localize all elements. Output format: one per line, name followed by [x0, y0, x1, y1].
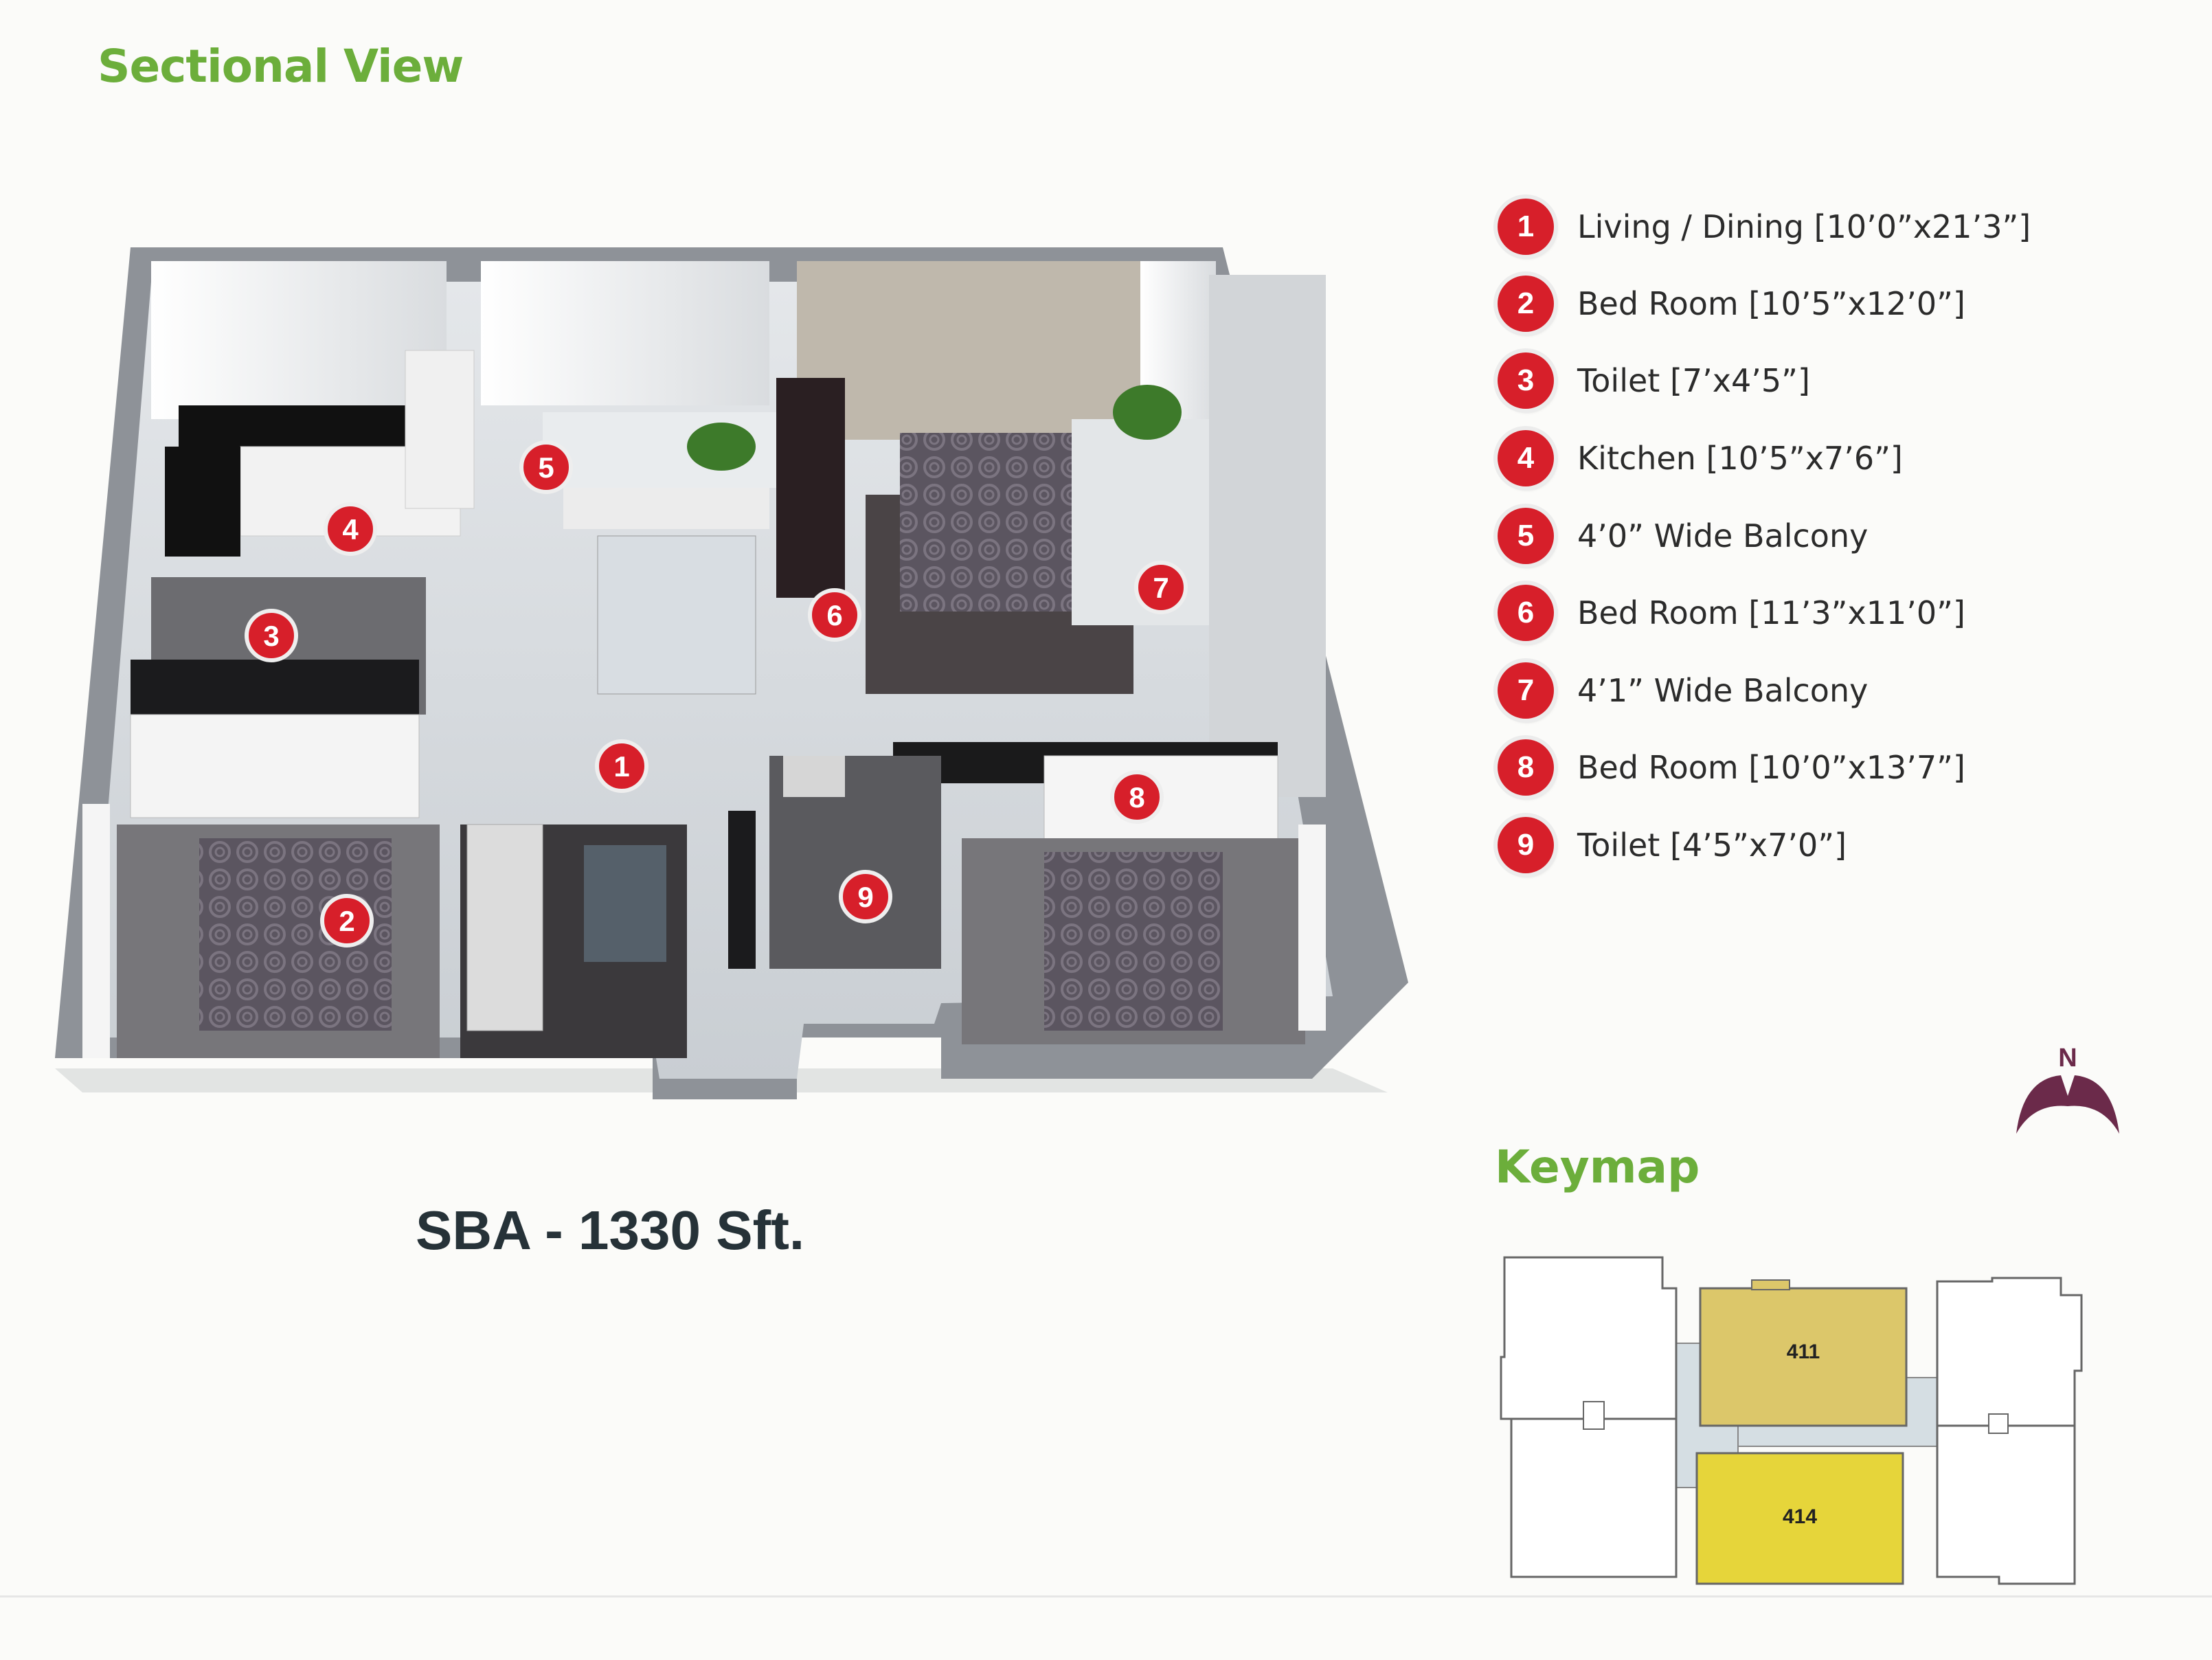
legend-badge: 4 [1498, 430, 1554, 486]
room-marker-1: 1 [595, 739, 648, 793]
keymap-unit-414-label: 414 [1783, 1505, 1817, 1528]
room-marker-4-label: 4 [342, 513, 359, 546]
room-marker-5: 5 [519, 440, 573, 494]
room-marker-7-label: 7 [1153, 572, 1169, 604]
legend-badge: 2 [1498, 276, 1554, 332]
legend-label: Kitchen [10’5”x7’6”] [1577, 440, 1903, 477]
room-marker-8: 8 [1110, 770, 1164, 824]
keymap-diagram: 411 414 [1500, 1256, 2083, 1585]
legend-item: 8 Bed Room [10’0”x13’7”] [1498, 737, 1965, 798]
legend-badge: 3 [1498, 352, 1554, 409]
legend-item: 7 4’1” Wide Balcony [1498, 660, 1868, 721]
room-marker-5-label: 5 [538, 451, 554, 484]
legend-item: 6 Bed Room [11’3”x11’0”] [1498, 582, 1965, 644]
room-marker-1-label: 1 [613, 750, 629, 783]
legend-item: 5 4’0” Wide Balcony [1498, 505, 1868, 567]
super-built-area: SBA - 1330 Sft. [416, 1200, 805, 1261]
legend-label: Toilet [7’x4’5”] [1577, 362, 1810, 399]
legend-label: Bed Room [10’5”x12’0”] [1577, 285, 1965, 322]
legend-badge: 9 [1498, 817, 1554, 873]
room-marker-3: 3 [245, 609, 298, 662]
legend-item: 2 Bed Room [10’5”x12’0”] [1498, 273, 1965, 335]
keymap-unit-411: 411 [1699, 1279, 1908, 1427]
room-marker-7: 7 [1134, 561, 1188, 614]
north-arrow-icon: N [2016, 1044, 2119, 1134]
legend-label: Living / Dining [10’0”x21’3”] [1577, 208, 2031, 245]
room-marker-4: 4 [324, 502, 377, 556]
room-marker-9: 9 [839, 870, 892, 923]
legend-label: 4’0” Wide Balcony [1577, 517, 1869, 554]
room-marker-2: 2 [320, 894, 374, 947]
room-marker-2-label: 2 [339, 905, 354, 937]
room-marker-6: 6 [808, 588, 861, 642]
legend-label: Bed Room [11’3”x11’0”] [1577, 594, 1965, 631]
legend-badge: 5 [1498, 508, 1554, 564]
keymap-block-right [1936, 1277, 2083, 1585]
legend-item: 9 Toilet [4’5”x7’0”] [1498, 814, 1847, 876]
floor-plan-illustration: 1 2 3 4 5 6 7 8 9 [55, 247, 1408, 1099]
legend-badge: 8 [1498, 739, 1554, 796]
keymap-title: Keymap [1495, 1141, 1700, 1193]
legend-item: 3 Toilet [7’x4’5”] [1498, 350, 1810, 412]
legend-badge: 7 [1498, 662, 1554, 719]
legend-label: Toilet [4’5”x7’0”] [1577, 827, 1847, 864]
keymap-unit-411-label: 411 [1787, 1341, 1820, 1363]
footer-divider [0, 1595, 2212, 1597]
room-marker-9-label: 9 [857, 881, 873, 913]
room-marker-3-label: 3 [263, 620, 279, 652]
legend-item: 1 Living / Dining [10’0”x21’3”] [1498, 196, 2031, 258]
legend-badge: 1 [1498, 199, 1554, 255]
room-marker-6-label: 6 [826, 599, 842, 631]
legend-label: 4’1” Wide Balcony [1577, 672, 1869, 709]
legend-item: 4 Kitchen [10’5”x7’6”] [1498, 427, 1903, 489]
legend-label: Bed Room [10’0”x13’7”] [1577, 749, 1965, 786]
north-label: N [2058, 1044, 2077, 1073]
room-marker-8-label: 8 [1129, 781, 1144, 814]
keymap-unit-414: 414 [1695, 1452, 1904, 1585]
legend-badge: 6 [1498, 585, 1554, 641]
page-title: Sectional View [98, 40, 464, 93]
